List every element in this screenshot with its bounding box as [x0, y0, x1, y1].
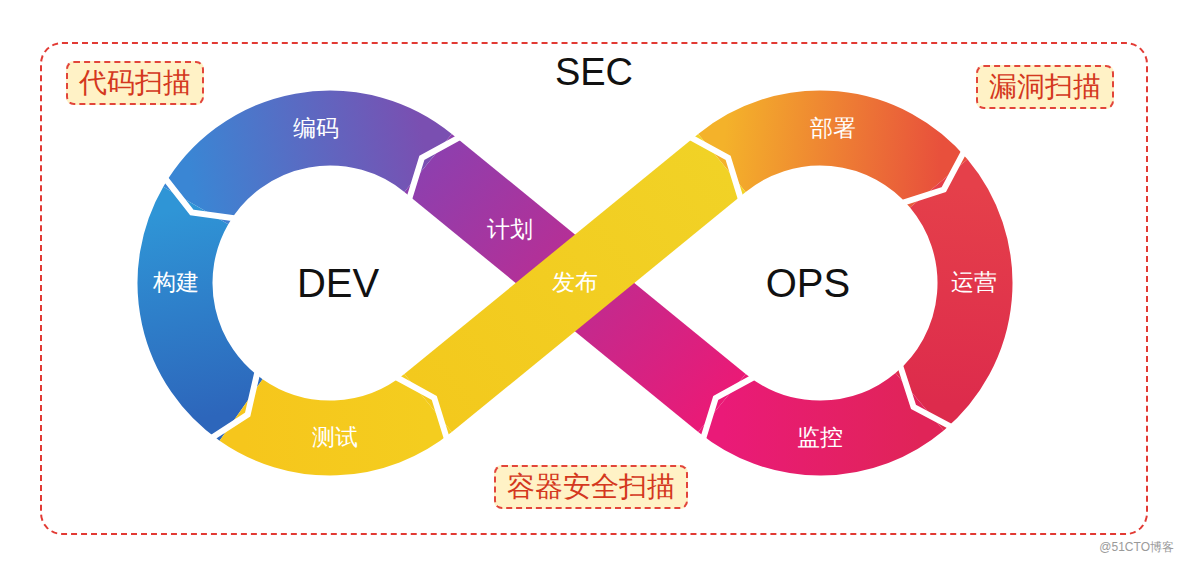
stage-label: 测试 [312, 424, 358, 452]
loop-segment [175, 206, 241, 410]
arrow-notch [903, 152, 964, 203]
stage-label: 计划 [487, 216, 533, 244]
stage-band: 构建 [149, 267, 203, 299]
callout-text: 容器安全扫描 [507, 470, 675, 504]
stage-band: 发布 [548, 267, 602, 299]
stage-band: 测试 [308, 422, 362, 454]
stage-band: 部署 [806, 113, 860, 145]
scan-callout: 容器安全扫描 [494, 465, 688, 509]
loop-segment [428, 163, 722, 403]
loop-label: OPS [766, 261, 850, 305]
scan-callout: 代码扫描 [66, 61, 204, 105]
arrow-notch [409, 137, 459, 198]
sec-boundary: SEC代码扫描漏洞扫描编码部署计划构建发布运营测试监控容器安全扫描 [40, 42, 1148, 535]
stage-label: 监控 [797, 424, 843, 452]
callout-text: 漏洞扫描 [989, 70, 1101, 104]
stage-label: 运营 [951, 269, 997, 297]
scan-callout: 漏洞扫描 [976, 65, 1114, 109]
stage-band: 监控 [793, 422, 847, 454]
stage-band: 编码 [289, 113, 343, 145]
arrow-notch [166, 179, 234, 219]
watermark: @51CTO博客 [1099, 541, 1174, 554]
stage-band: 运营 [947, 267, 1001, 299]
arrow-notch [212, 373, 257, 438]
arrow-notch [397, 378, 447, 439]
arrow-notch [900, 366, 951, 427]
stage-label: 构建 [153, 269, 199, 297]
arrow-notch [691, 137, 741, 198]
callout-text: 代码扫描 [79, 66, 191, 100]
loop-label: DEV [297, 261, 379, 305]
stage-band: 计划 [483, 214, 537, 246]
stage-label: 发布 [552, 269, 598, 297]
stage-label: 部署 [810, 115, 856, 143]
stage-label: 编码 [293, 115, 339, 143]
loop-segment [428, 163, 722, 403]
arrow-notch [703, 378, 753, 439]
